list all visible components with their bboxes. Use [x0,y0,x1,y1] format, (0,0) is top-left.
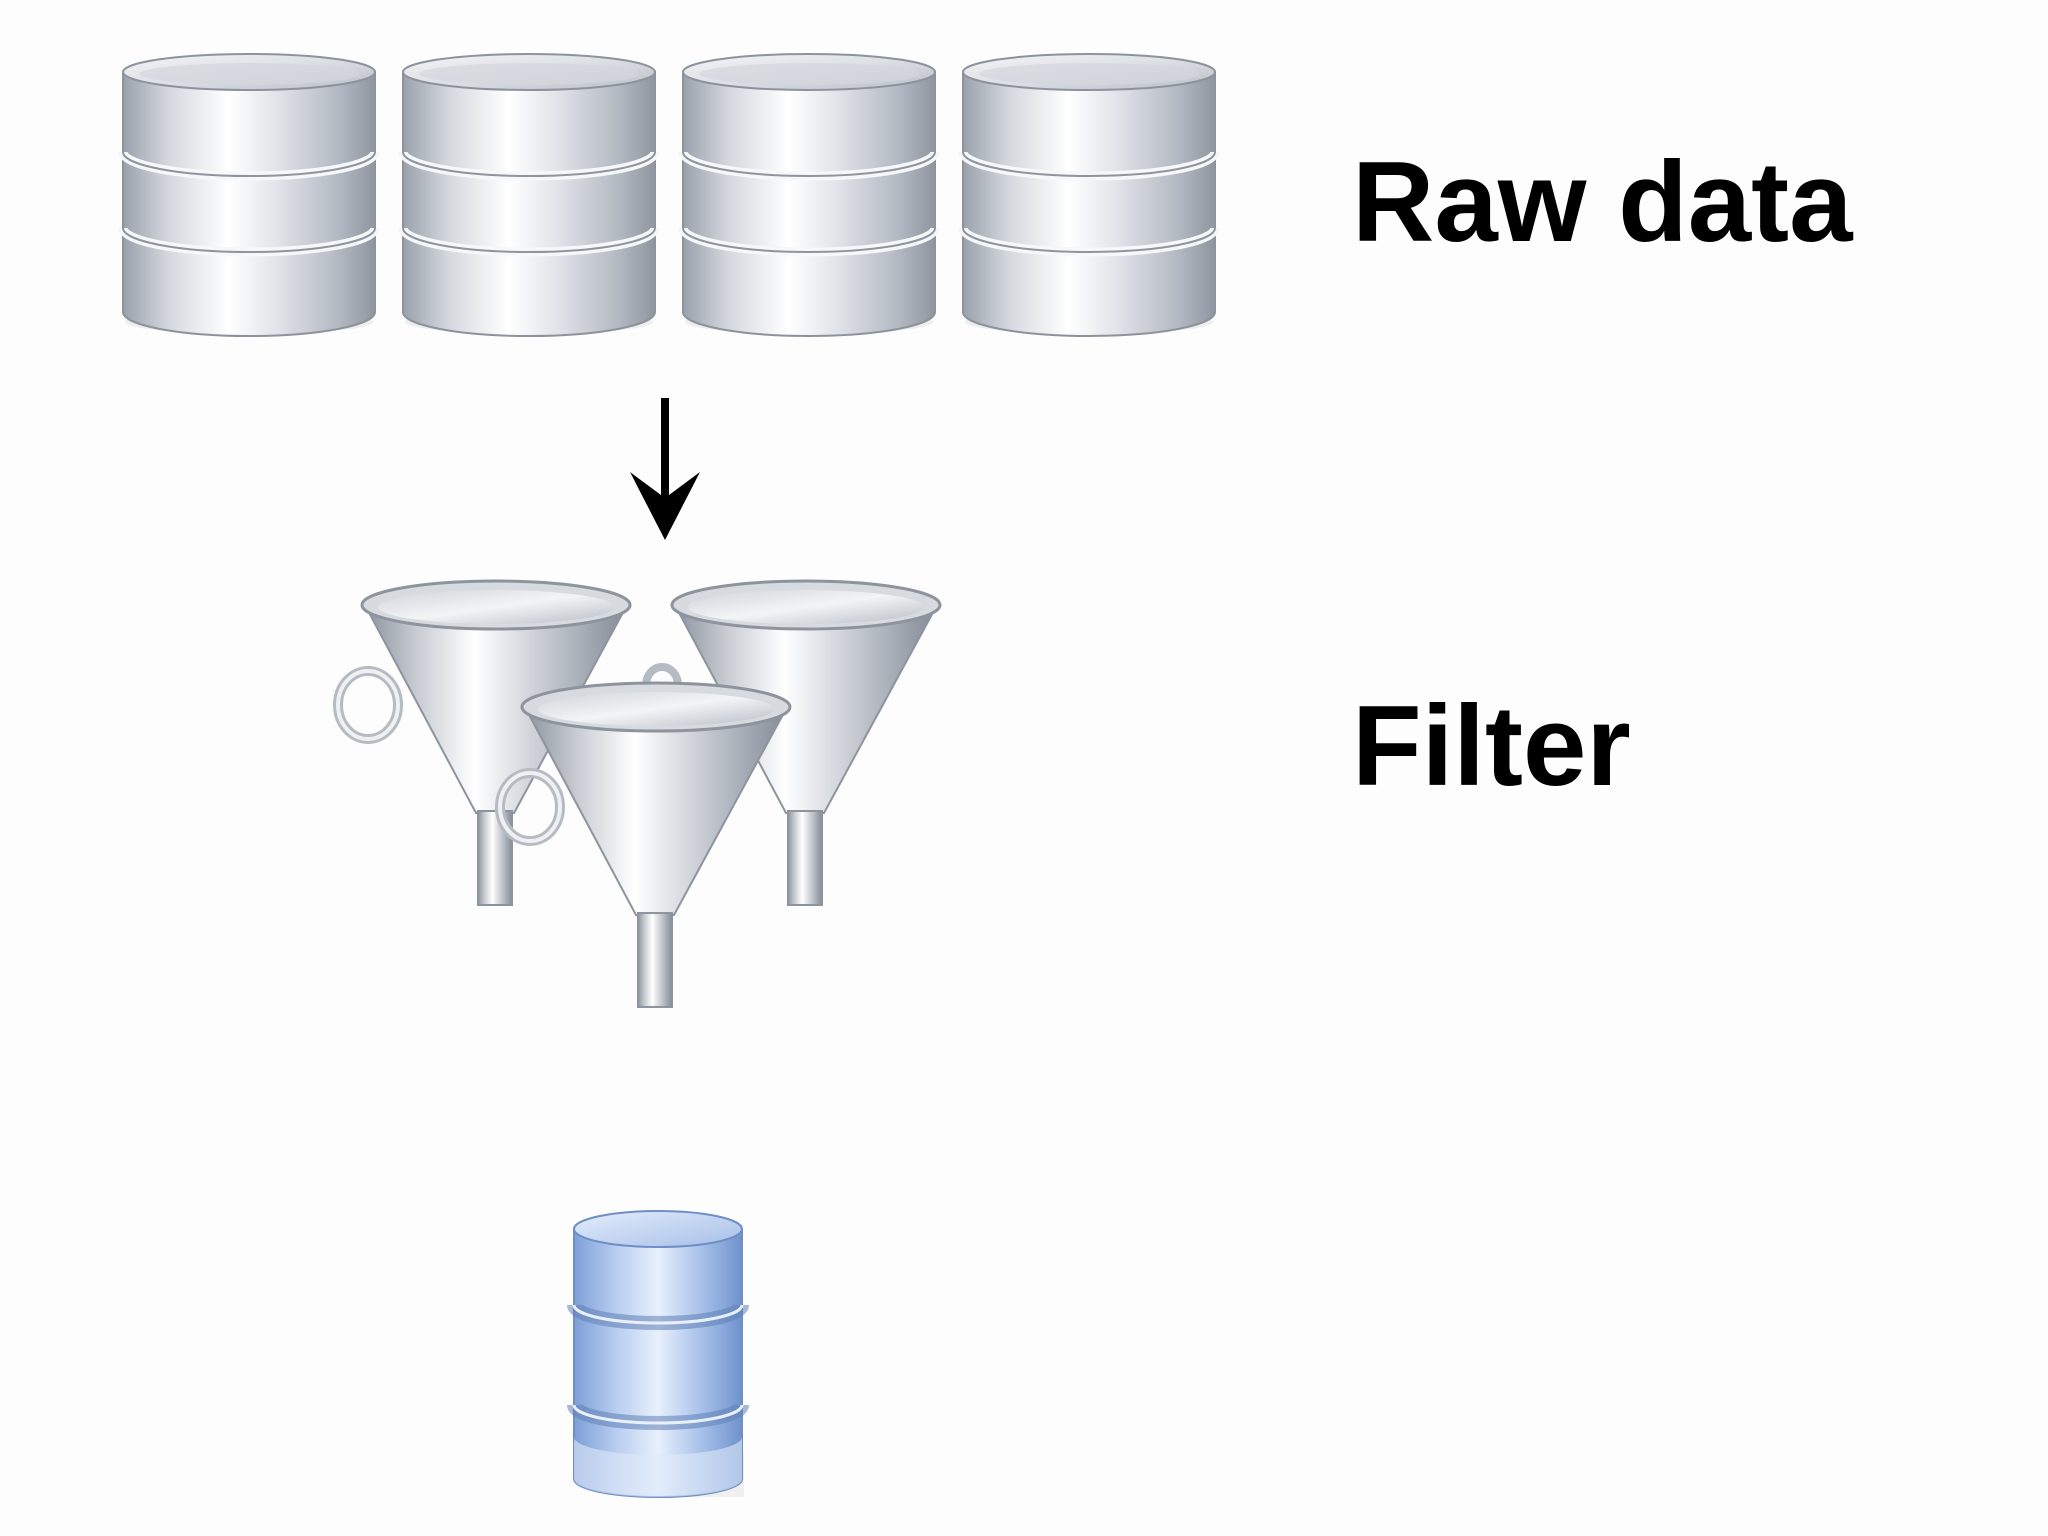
funnel-icon [333,579,632,906]
down-arrow-icon [630,398,700,540]
funnel-icon [642,579,942,906]
database-icon [567,1210,749,1498]
raw-data-label: Raw data [1352,139,1853,266]
database-icon [398,53,660,337]
database-icon [958,53,1220,337]
database-icon [118,53,380,337]
funnel-group [330,575,970,1015]
database-icon [678,53,940,337]
funnel-icon [495,681,792,1008]
filter-label: Filter [1352,683,1631,810]
